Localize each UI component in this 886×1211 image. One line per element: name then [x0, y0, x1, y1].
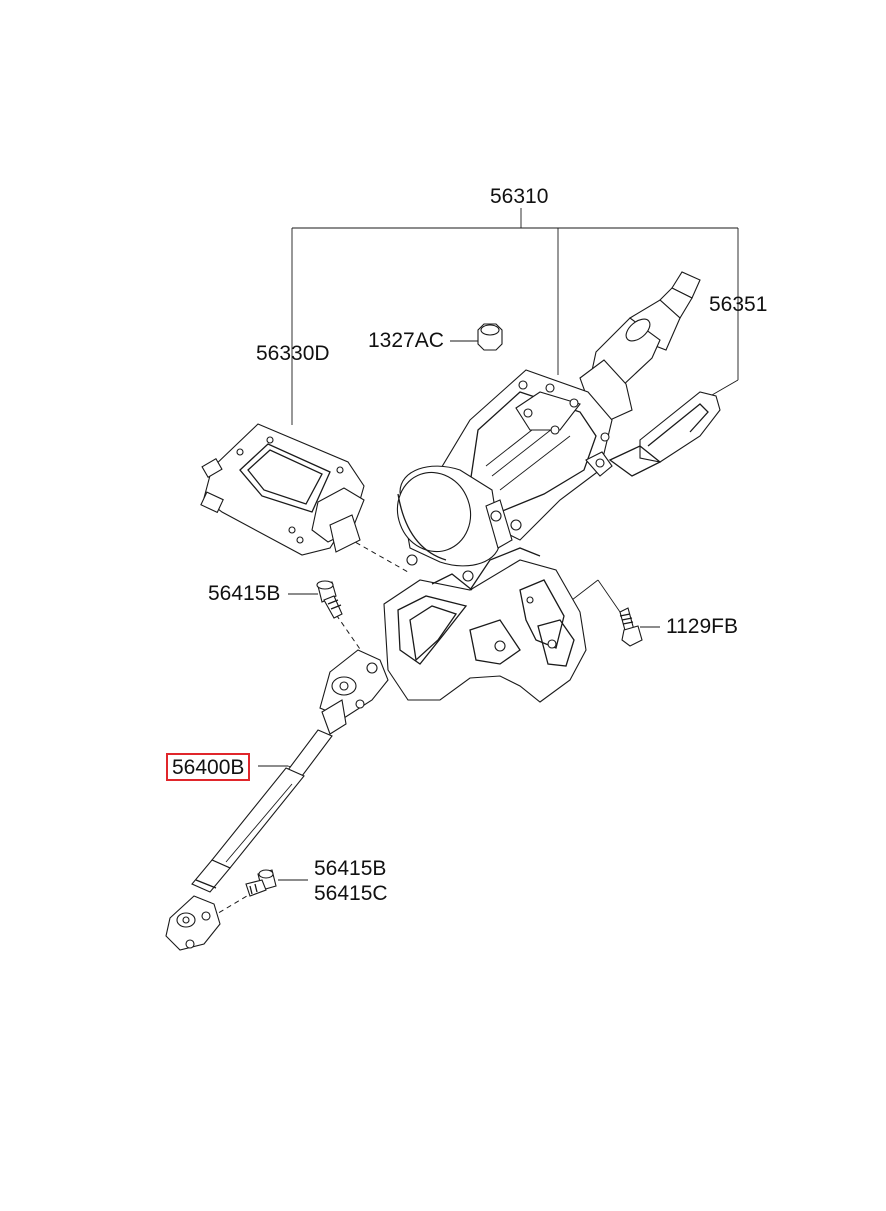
lower-bracket: [383, 547, 587, 703]
nut-1327ac: [477, 323, 503, 351]
label-bolt-upper: 56415B: [208, 582, 281, 605]
bolt-1129fb: [619, 607, 643, 647]
label-nut: 1327AC: [368, 329, 444, 352]
label-intermediate-shaft[interactable]: 56400B: [166, 753, 251, 781]
label-column-cover: 56351: [709, 293, 768, 316]
column-cover: [608, 391, 721, 477]
bolt-56415bc-lower: [245, 869, 277, 897]
upper-shaft: [579, 271, 701, 421]
ecu-module: [200, 423, 365, 556]
label-assembly: 56310: [490, 185, 549, 208]
intermediate-shaft: [165, 649, 389, 951]
assist-motor: [396, 465, 522, 582]
label-bolt-mount: 1129FB: [666, 615, 738, 638]
label-ecu-module: 56330D: [256, 342, 330, 365]
bolt-56415b-upper: [316, 580, 343, 619]
label-bolt-lower-b: 56415B: [314, 857, 387, 880]
assembly-bracket: [291, 208, 739, 425]
label-bolt-lower-c: 56415C: [314, 882, 388, 905]
